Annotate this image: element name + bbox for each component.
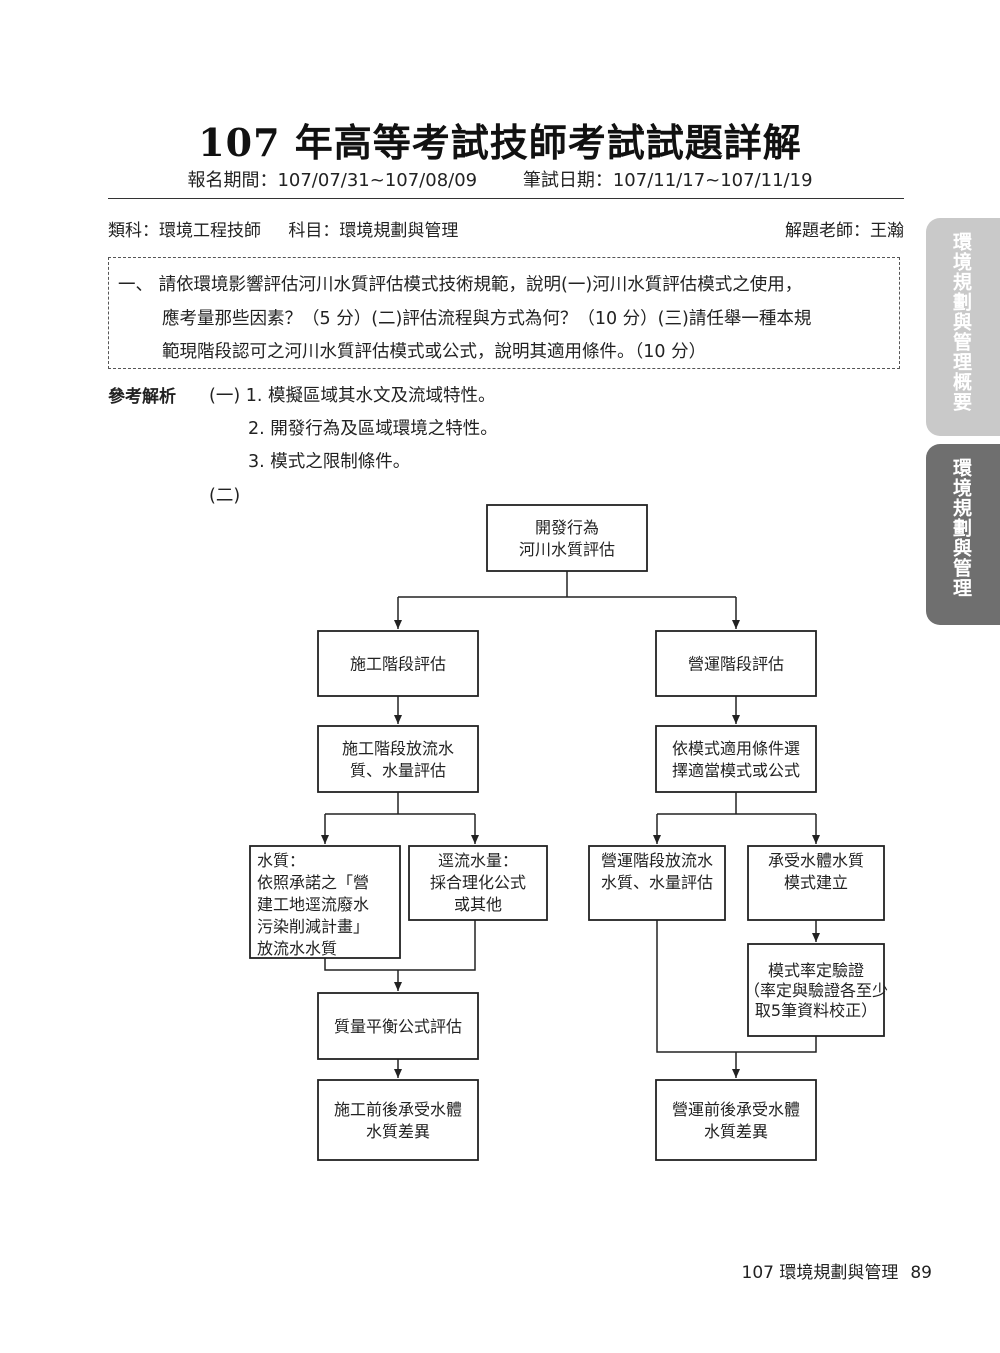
flow-node-text: 承受水體水質 xyxy=(768,851,864,870)
flow-node-box xyxy=(655,630,817,697)
question-line-2: 應考量那些因素？（5 分）(二)評估流程與方式為何？（10 分）(三)請任舉一種… xyxy=(162,309,812,329)
flow-node-text: 營運階段放流水 xyxy=(601,851,713,870)
flow-node-text: 施工前後承受水體 xyxy=(334,1100,462,1119)
flow-node-box xyxy=(249,845,401,959)
flow-connector xyxy=(324,958,398,971)
page-number: 89 xyxy=(910,1263,932,1283)
flow-node-operation: 營運階段評估 xyxy=(655,630,817,697)
category-label: 類科：環境工程技師 xyxy=(108,221,261,241)
flow-node-box xyxy=(317,992,479,1060)
flow-node-box xyxy=(486,504,648,572)
flow-node-box xyxy=(588,845,726,921)
flow-node-text: 施工階段評估 xyxy=(350,655,446,674)
flow-node-text: （率定與驗證各至少 xyxy=(744,981,888,1000)
flow-node-text: 放流水水質 xyxy=(257,939,337,958)
flowchart-connectors xyxy=(321,571,820,1078)
side-tab-overview-label: 環境規劃與管理概要 xyxy=(950,232,972,412)
page-title: 107 年高等考試技師考試試題詳解 xyxy=(198,120,802,165)
flow-node-box xyxy=(747,943,885,1037)
flow-node-text: 水質、水量評估 xyxy=(601,873,713,892)
side-tab-current[interactable]: 環境規劃與管理 xyxy=(926,444,1000,625)
answer-label: 參考解析 xyxy=(108,387,176,407)
side-tab-overview[interactable]: 環境規劃與管理概要 xyxy=(926,218,1000,436)
flow-node-text: 水質： xyxy=(257,851,305,870)
flow-node-box xyxy=(747,845,885,921)
flow-node-text: 營運階段評估 xyxy=(688,655,784,674)
flow-node-text: 污染削減計畫」 xyxy=(257,917,369,936)
flow-node-text: 開發行為 xyxy=(535,518,599,537)
subject-label: 科目：環境規劃與管理 xyxy=(288,221,459,241)
header-divider xyxy=(108,198,904,199)
flow-node-text: 水質差異 xyxy=(366,1122,430,1141)
exam-meta: 類科：環境工程技師 科目：環境規劃與管理 xyxy=(108,216,458,241)
question-line-3: 範現階段認可之河川水質評估模式或公式，說明其適用條件。（10 分） xyxy=(162,342,707,362)
flow-node-construction: 施工階段評估 xyxy=(317,630,479,697)
flow-connector xyxy=(656,920,736,1053)
flow-node-text: 逕流水量： xyxy=(438,851,518,870)
question-box xyxy=(108,257,900,369)
flow-node-text: 依照承諾之「營 xyxy=(257,873,369,892)
flow-node-box xyxy=(317,725,479,793)
exam-date: 筆試日期：107/11/17~107/11/19 xyxy=(522,170,813,191)
flow-node-text: 質、水量評估 xyxy=(350,761,446,780)
flow-node-text: 採合理化公式 xyxy=(430,873,526,892)
flow-node-text: 擇適當模式或公式 xyxy=(672,761,800,780)
answer-item-2: 2. 開發行為及區域環境之特性。 xyxy=(248,419,498,439)
page-footer: 107 環境規劃與管理 89 xyxy=(742,1258,933,1283)
exam-dates: 報名期間：107/07/31~107/08/09 筆試日期：107/11/17~… xyxy=(0,166,1000,192)
flow-node-text: 水質差異 xyxy=(704,1122,768,1141)
flow-node-text: 模式建立 xyxy=(784,873,848,892)
flow-node-text: 施工階段放流水 xyxy=(342,739,454,758)
flow-connector xyxy=(736,1036,817,1053)
answer-item-3: 3. 模式之限制條件。 xyxy=(248,452,411,472)
flow-node-text: 依模式適用條件選 xyxy=(672,739,800,758)
flow-node-text: 營運前後承受水體 xyxy=(672,1100,800,1119)
question-line-1: 一、 請依環境影響評估河川水質評估模式技術規範，說明(一)河川水質評估模式之使用… xyxy=(118,275,803,295)
flow-node-text: 或其他 xyxy=(454,895,502,914)
flow-node-text: 質量平衡公式評估 xyxy=(334,1017,462,1036)
flow-node-text: 取5筆資料校正） xyxy=(755,1001,877,1020)
footer-title: 107 環境規劃與管理 xyxy=(741,1263,899,1283)
flow-node-box xyxy=(317,630,479,697)
flow-node-box xyxy=(655,725,817,793)
side-tab-current-label: 環境規劃與管理 xyxy=(950,458,972,598)
flow-node-box xyxy=(408,845,548,921)
answer-item-1: (一) 1. 模擬區域其水文及流域特性。 xyxy=(209,386,496,406)
registration-period: 報名期間：107/07/31~107/08/09 xyxy=(187,170,478,191)
flow-node-mass-balance: 質量平衡公式評估 xyxy=(317,992,479,1060)
answer-part-2: (二) xyxy=(209,486,241,506)
flow-node-text: 模式率定驗證 xyxy=(768,961,864,980)
flow-connector xyxy=(398,920,476,971)
flow-node-text: 河川水質評估 xyxy=(519,540,615,559)
flow-node-box xyxy=(317,1079,479,1161)
flow-node-text: 建工地逕流廢水 xyxy=(257,895,369,914)
teacher-label: 解題老師：王瀚 xyxy=(785,221,904,241)
flow-node-box xyxy=(655,1079,817,1161)
